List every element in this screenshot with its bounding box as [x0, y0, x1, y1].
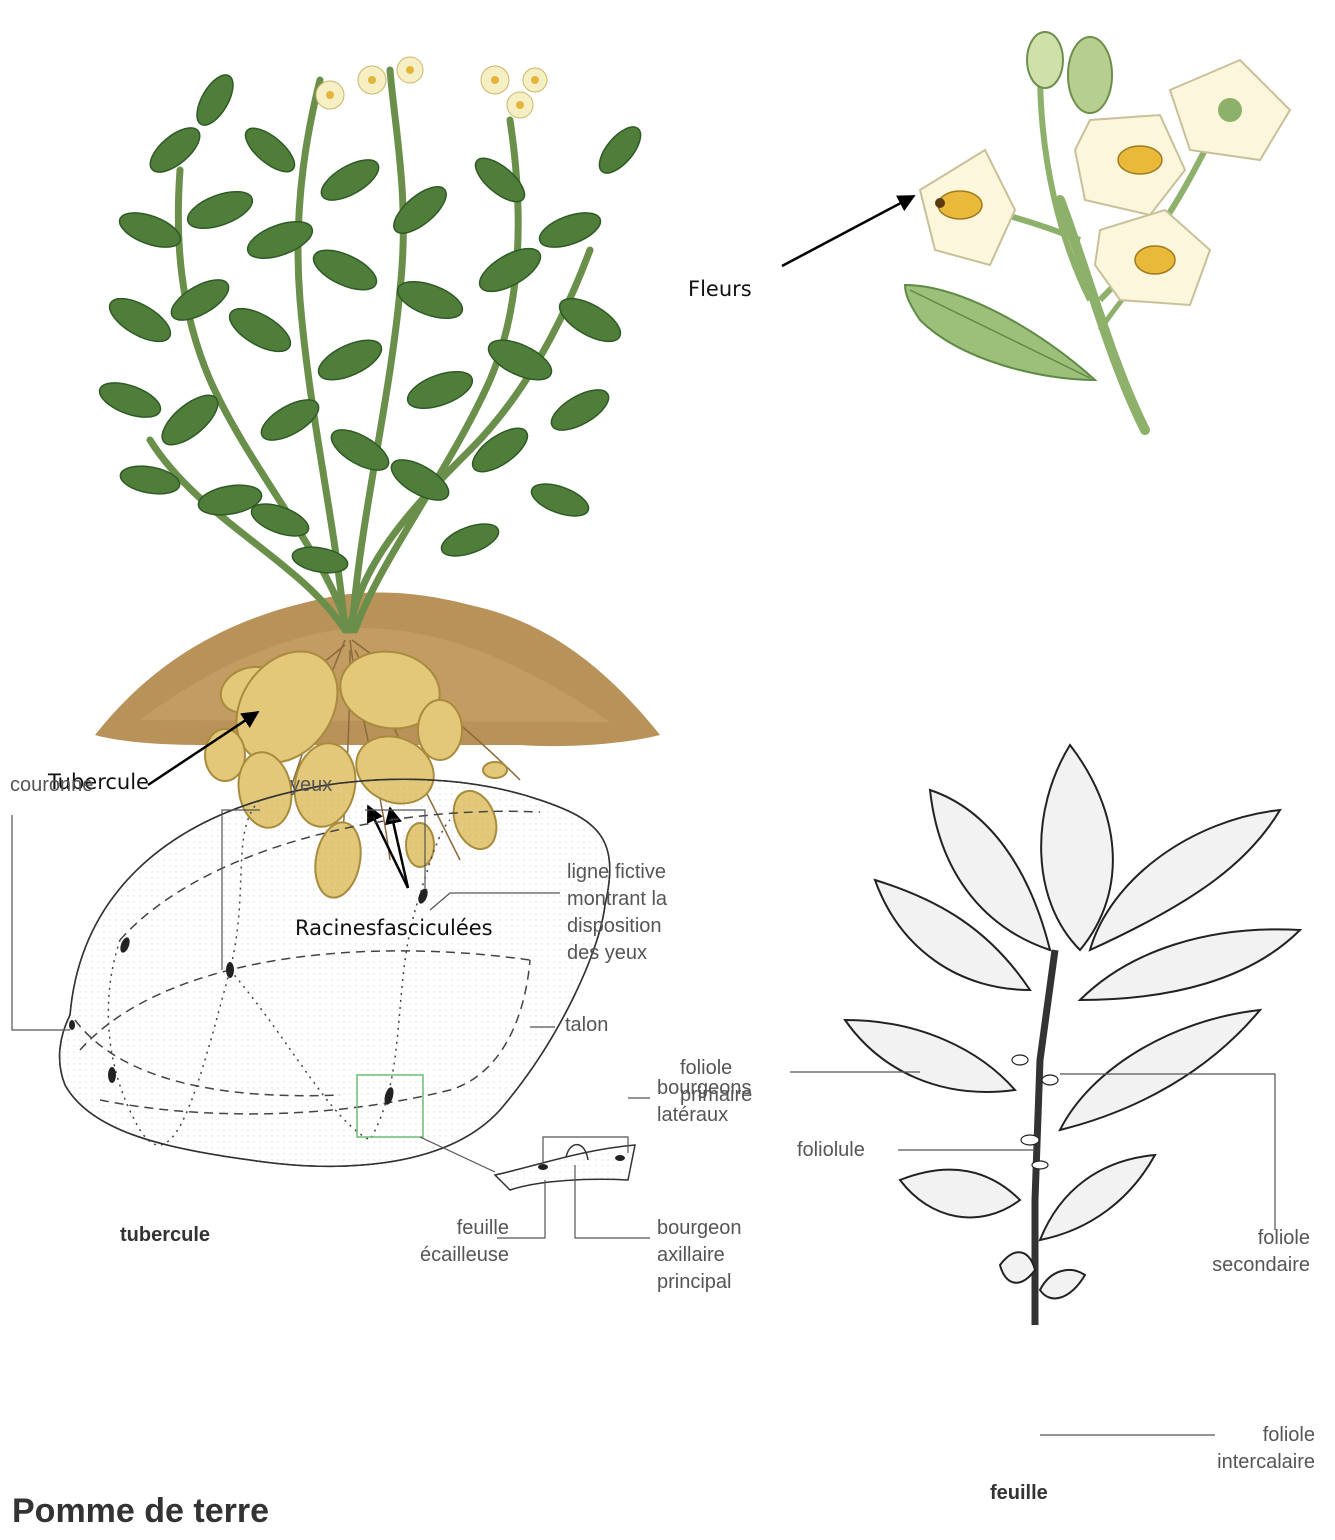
caption-feuille: feuille [990, 1482, 1048, 1505]
label-couronne: couronne [10, 772, 93, 799]
label-foliole-intercalaire: foliole intercalaire [1160, 1422, 1315, 1476]
label-foliolule: foliolule [797, 1137, 865, 1164]
tuber-outline [60, 779, 610, 1166]
label-ligne-fictive: ligne fictive montrant la disposition de… [567, 859, 667, 967]
page-title: Pomme de terre [12, 1492, 269, 1531]
label-bourgeon-axillaire: bourgeon axillaire principal [657, 1215, 742, 1296]
label-foliole-secondaire: foliole secondaire [1170, 1225, 1310, 1279]
plant-flowers [316, 57, 547, 118]
label-racines-fasciculees: Racinesfasciculées [295, 916, 493, 940]
leaf-diagram [790, 745, 1300, 1435]
flower-branch-illustration [782, 32, 1290, 430]
caption-tubercule: tubercule [120, 1224, 210, 1247]
potato-plant-illustration [95, 57, 660, 901]
label-foliole-primaire: foliole primaire [680, 1055, 752, 1109]
label-fleurs: Fleurs [688, 277, 752, 301]
label-talon: talon [565, 1012, 608, 1039]
label-feuille-ecailleuse: feuille écailleuse [420, 1215, 509, 1269]
tuber-diagram [12, 779, 650, 1238]
label-yeux: yeux [290, 772, 332, 799]
